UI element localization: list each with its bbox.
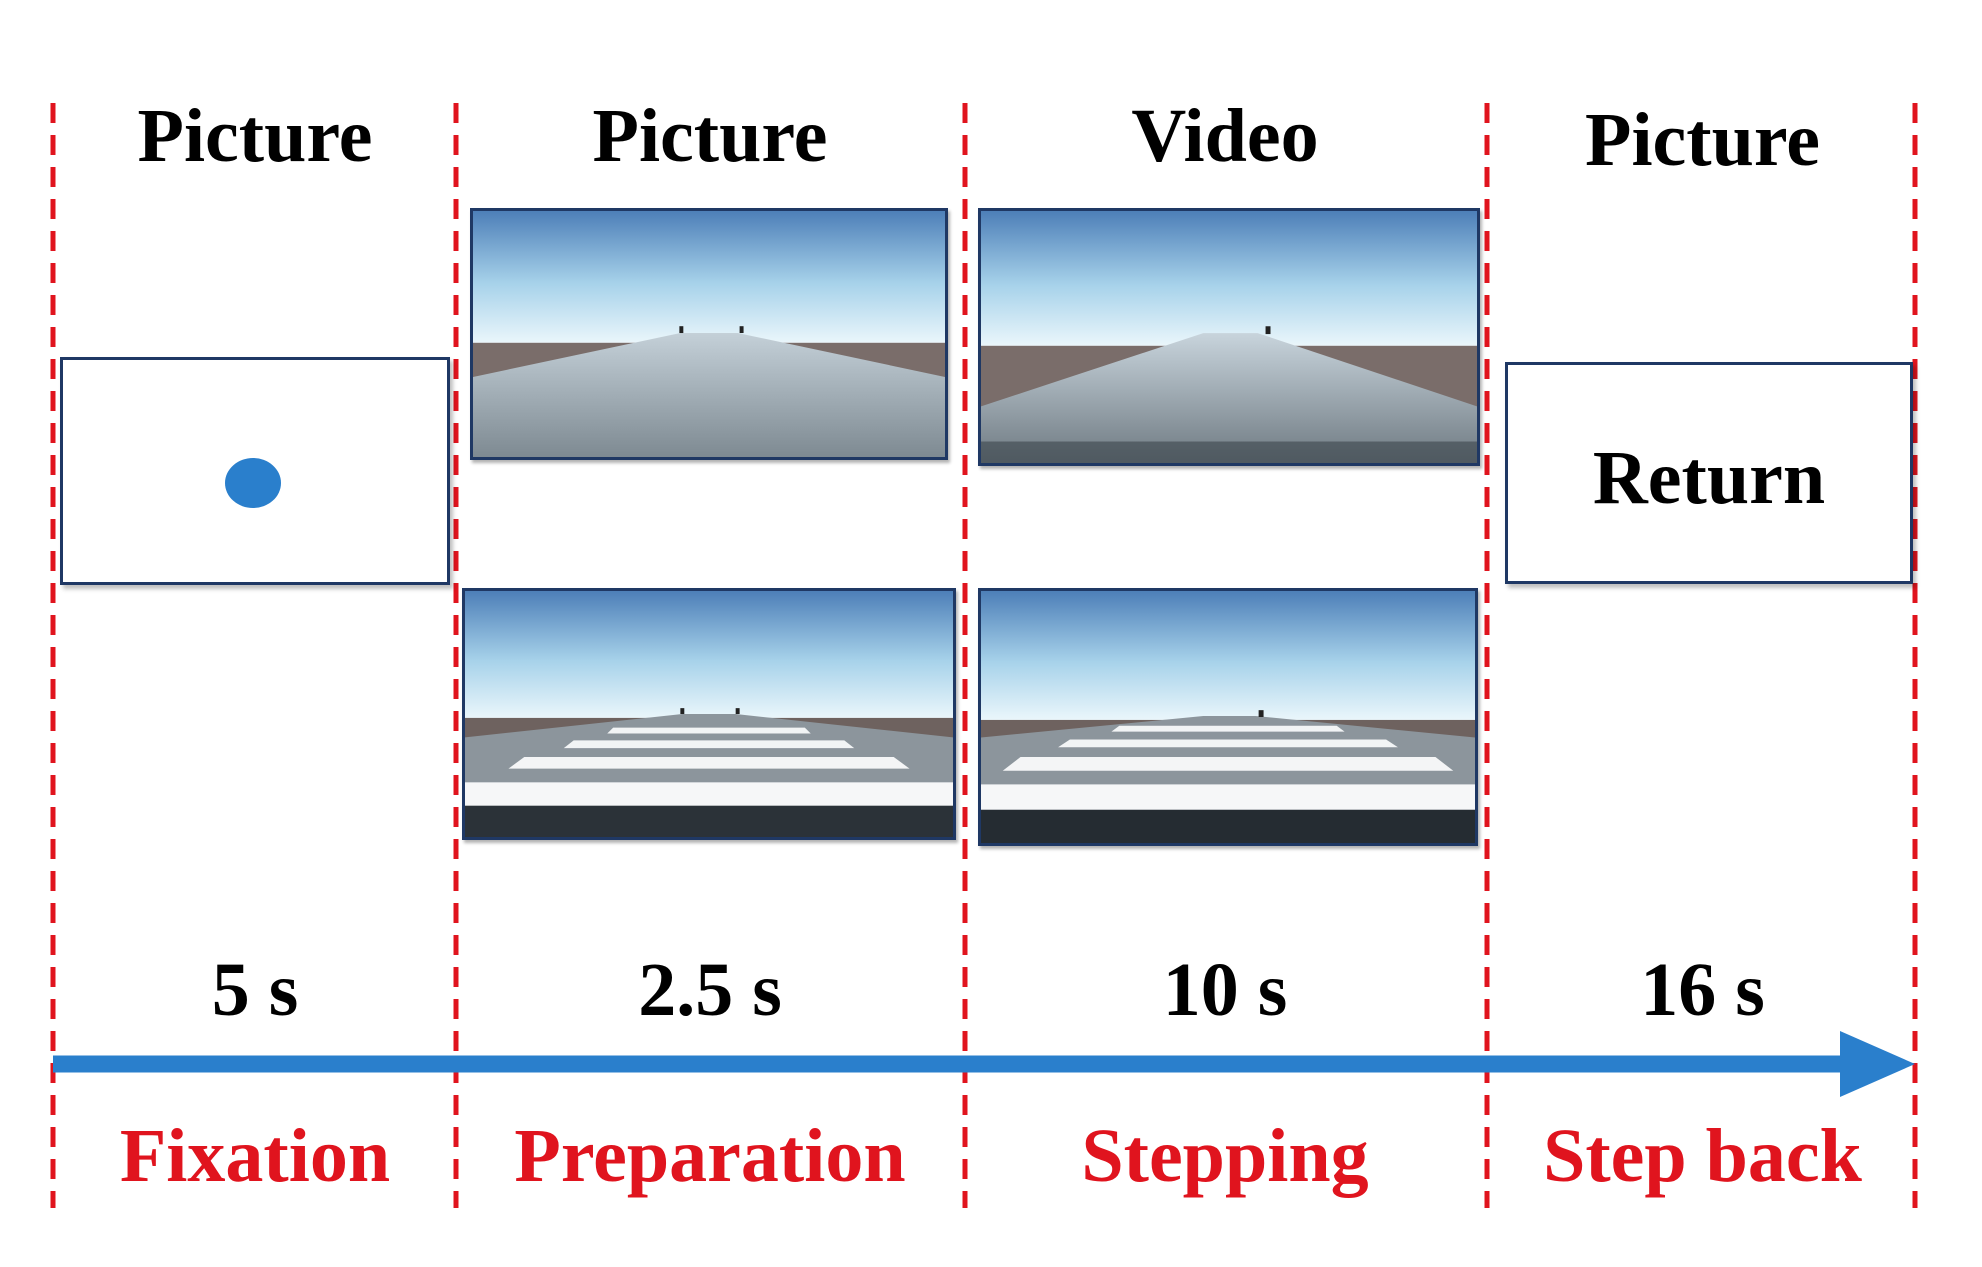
column-header-fixation: Picture — [137, 94, 373, 178]
duration-stepping: 10 s — [1162, 948, 1288, 1032]
duration-fixation: 5 s — [211, 948, 299, 1032]
return-label: Return — [1592, 436, 1826, 520]
stepping-scene-stairs — [978, 588, 1478, 846]
phase-label-fixation: Fixation — [119, 1114, 391, 1198]
preparation-scene-road — [470, 208, 948, 460]
phase-label-stepping: Stepping — [1081, 1114, 1369, 1198]
fixation-dot-icon — [225, 458, 281, 508]
column-header-stepping: Video — [1131, 94, 1319, 178]
timeline-arrow-icon — [1840, 1031, 1915, 1097]
return-box: Return — [1505, 362, 1913, 584]
phase-label-preparation: Preparation — [514, 1114, 906, 1198]
column-header-step-back: Picture — [1585, 98, 1820, 182]
duration-preparation: 2.5 s — [638, 948, 782, 1032]
duration-step-back: 16 s — [1640, 948, 1765, 1032]
fixation-box — [60, 357, 450, 585]
phase-label-step-back: Step back — [1543, 1114, 1862, 1198]
column-header-preparation: Picture — [592, 94, 828, 178]
preparation-scene-stairs — [462, 588, 956, 840]
stepping-scene-road — [978, 208, 1480, 466]
